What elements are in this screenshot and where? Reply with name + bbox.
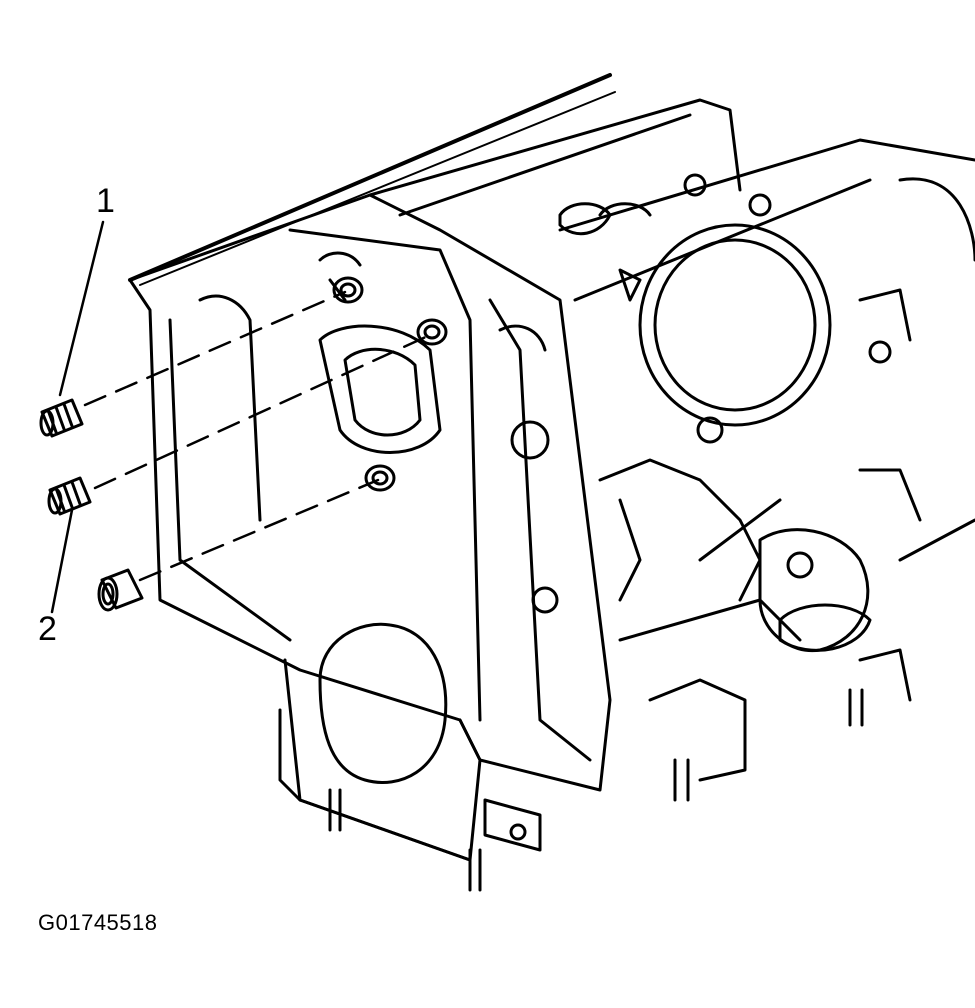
block-front-face xyxy=(128,193,612,792)
cylinder-deck xyxy=(558,138,975,444)
oil-gallery-plug-1 xyxy=(39,398,84,438)
plug-bores xyxy=(318,276,448,492)
callout-label-1: 1 xyxy=(96,182,115,220)
crank-bore xyxy=(278,622,542,862)
block-top-edge xyxy=(128,73,742,286)
block-side xyxy=(598,458,975,782)
figure-id: G01745518 xyxy=(38,910,158,935)
callout-pointers xyxy=(50,220,105,614)
cup-plug xyxy=(97,568,144,612)
leader-lines xyxy=(83,290,432,582)
studs xyxy=(328,688,864,892)
oil-gallery-plug-2 xyxy=(47,476,92,516)
callout-label-2: 2 xyxy=(38,610,57,648)
